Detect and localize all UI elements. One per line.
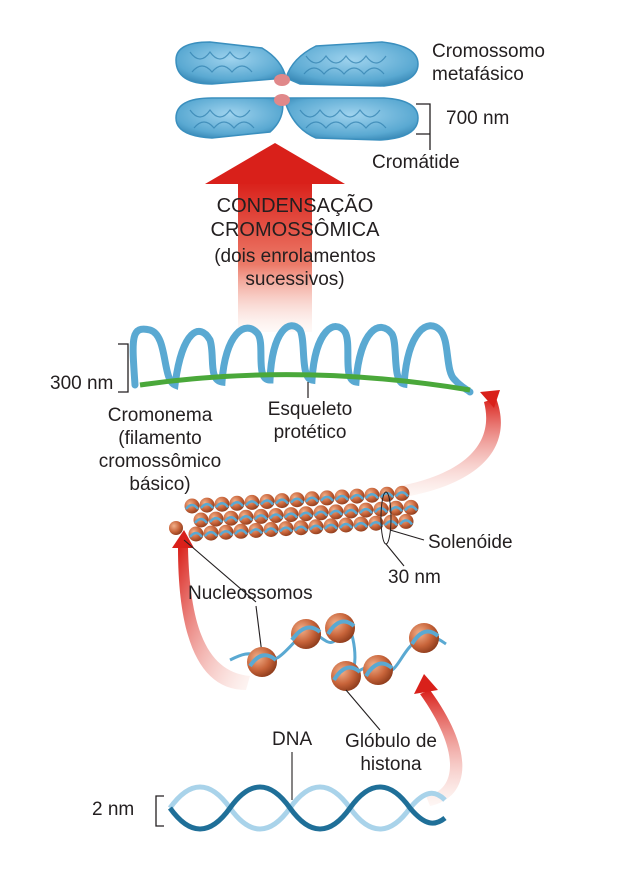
solenoid-dna-wrap [239, 515, 253, 522]
solenoid-dna-wrap [335, 494, 349, 501]
solenoid-dna-wrap [344, 508, 358, 515]
solenoid [169, 485, 419, 542]
label-condensation-4: sucessivos) [245, 269, 345, 290]
label-30nm: 30 nm [388, 567, 441, 588]
nucleosome-pointer-1 [183, 539, 257, 603]
solenoid-dna-wrap [339, 522, 353, 529]
nm30-pointer [385, 543, 405, 567]
solenoid-dna-wrap [204, 530, 218, 537]
solenoid-dna-wrap [329, 509, 343, 516]
solenoid-dna-wrap [224, 515, 238, 522]
label-condensation-1: CONDENSAÇÃO [216, 195, 374, 217]
metaphase-chromosome [175, 41, 419, 141]
label-dna: DNA [272, 729, 313, 750]
solenoid-dna-wrap [230, 501, 244, 508]
solenoid-dna-wrap [395, 491, 409, 498]
solenoid-dna-wrap [189, 531, 203, 538]
bracket-2nm [155, 795, 164, 827]
bracket-700nm [416, 103, 431, 150]
label-300nm: 300 nm [50, 373, 114, 394]
label-histone: Glóbulo de histona [345, 731, 437, 775]
label-nucleosomes: Nucleossomos [188, 583, 313, 604]
solenoid-dna-wrap [314, 510, 328, 517]
solenoid-dna-wrap [260, 499, 274, 506]
solenoid-dna-wrap [324, 523, 338, 530]
solenoid-dna-wrap [399, 519, 413, 526]
curved-arrow-left [178, 548, 250, 690]
solenoid-dna-wrap [269, 513, 283, 520]
solenoid-dna-wrap [404, 505, 418, 512]
solenoid-dna-wrap [185, 503, 199, 510]
solenoid-dna-wrap [254, 514, 268, 521]
solenoid-pointer [389, 529, 425, 541]
solenoid-dna-wrap [215, 501, 229, 508]
bracket-300nm [118, 343, 129, 393]
nucleosome-string [229, 613, 447, 691]
protein-scaffold [139, 372, 471, 393]
dna-helix [167, 784, 447, 832]
solenoid-dna-wrap [194, 517, 208, 524]
solenoid-dna-wrap [284, 512, 298, 519]
solenoid-dna-wrap [309, 524, 323, 531]
solenoid-dna-wrap [264, 527, 278, 534]
label-condensation-2: CROMOSSÔMICA [210, 219, 380, 241]
solenoid-dna-wrap [294, 525, 308, 532]
label-solenoid: Solenóide [428, 532, 513, 553]
solenoid-dna-wrap [350, 493, 364, 500]
solenoid-dna-wrap [365, 492, 379, 499]
nucleosome-pointer-2 [255, 605, 263, 655]
solenoid-dna-wrap [275, 498, 289, 505]
solenoid-dna-wrap [249, 528, 263, 535]
curved-arrow-right [400, 398, 501, 496]
label-700nm: 700 nm [446, 108, 510, 129]
solenoid-dna-wrap [320, 495, 334, 502]
solenoid-dna-wrap [299, 511, 313, 518]
solenoid-dna-wrap [359, 507, 373, 514]
solenoid-dna-wrap [245, 500, 259, 507]
solenoid-dna-wrap [219, 529, 233, 536]
label-condensation-3: (dois enrolamentos [214, 246, 376, 267]
condensation-arrow [205, 143, 345, 332]
solenoid-dna-wrap [234, 529, 248, 536]
solenoid-dna-wrap [380, 492, 394, 499]
label-chromosome: Cromossomo metafásico [432, 41, 545, 85]
label-chromatid: Cromátide [372, 152, 460, 173]
solenoid-dna-wrap [209, 516, 223, 523]
solenoid-dna-wrap [200, 502, 214, 509]
curved-arrow-bottom [420, 690, 463, 806]
solenoid-dna-wrap [305, 496, 319, 503]
label-scaffold: Esqueleto protético [267, 399, 353, 443]
chromonema-loops [129, 322, 474, 396]
label-2nm: 2 nm [92, 799, 135, 820]
histone-pointer [345, 689, 381, 731]
solenoid-dna-wrap [290, 497, 304, 504]
solenoid-end-bead [169, 521, 183, 535]
solenoid-dna-wrap [279, 526, 293, 533]
label-chromonema: Cromonema (filamento cromossômico básico… [98, 405, 222, 495]
solenoid-dna-wrap [354, 521, 368, 528]
